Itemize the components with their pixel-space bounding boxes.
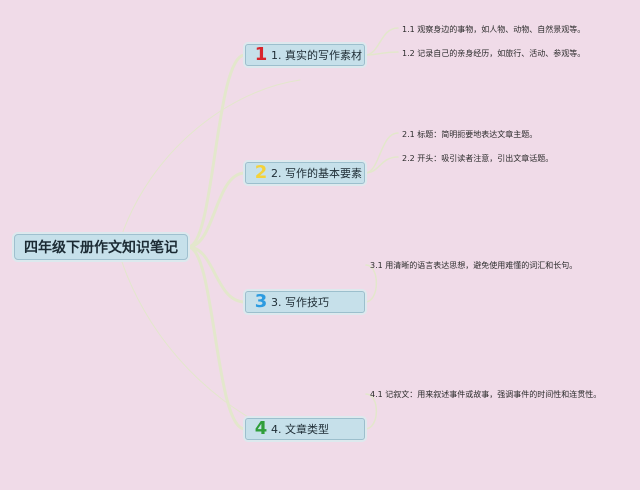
leaf-2-1: 2.1 标题：简明扼要地表达文章主题。 (402, 130, 538, 139)
leaf-link-2-2 (364, 156, 399, 174)
leaf-link-2-1 (364, 132, 399, 174)
root-link-1 (186, 53, 247, 249)
branch-label-4: 4. 文章类型 (271, 423, 329, 436)
branch-node-1[interactable]: 1 1. 真实的写作素材 (245, 44, 365, 66)
decor-arc-2 (119, 255, 301, 441)
leaf-link-3-1 (364, 264, 378, 303)
branch-label-2: 2. 写作的基本要素 (271, 167, 362, 180)
number-2-icon: 2 (254, 162, 268, 183)
number-4-icon: 4 (254, 418, 268, 439)
root-title: 四年级下册作文知识笔记 (24, 240, 178, 256)
root-node[interactable]: 四年级下册作文知识笔记 (14, 234, 188, 260)
root-link-3 (186, 245, 247, 304)
leaf-4-1: 4.1 记叙文：用来叙述事件或故事，强调事件的时间性和连贯性。 (370, 390, 602, 399)
branch-node-4[interactable]: 4 4. 文章类型 (245, 418, 365, 440)
number-3-icon: 3 (254, 291, 268, 312)
branch-node-2[interactable]: 2 2. 写作的基本要素 (245, 162, 365, 184)
branch-label-3: 3. 写作技巧 (271, 296, 329, 309)
number-1-icon: 1 (254, 44, 268, 65)
leaf-link-4-1 (364, 393, 378, 430)
leaf-link-1-2 (364, 51, 399, 56)
branch-node-3[interactable]: 3 3. 写作技巧 (245, 291, 365, 313)
root-link-2 (186, 171, 247, 249)
leaf-1-1: 1.1 观察身边的事物，如人物、动物、自然景观等。 (402, 25, 586, 34)
leaf-1-2: 1.2 记录自己的亲身经历，如旅行、活动、参观等。 (402, 49, 586, 58)
root-link-4 (186, 245, 247, 431)
decor-arc-1 (119, 79, 301, 241)
leaf-link-1-1 (364, 27, 399, 56)
leaf-3-1: 3.1 用清晰的语言表达思想，避免使用难懂的词汇和长句。 (370, 261, 578, 270)
leaf-2-2: 2.2 开头：吸引读者注意，引出文章话题。 (402, 154, 554, 163)
branch-label-1: 1. 真实的写作素材 (271, 49, 362, 62)
